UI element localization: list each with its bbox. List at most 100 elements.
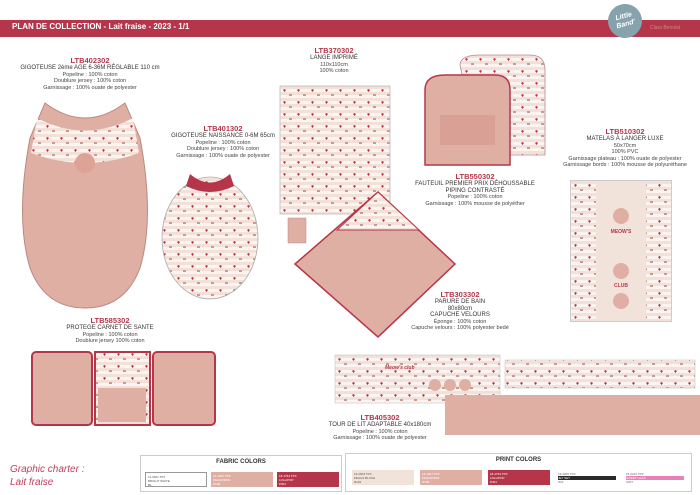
swatch-name: LOLLIPOP xyxy=(279,478,294,482)
spec: Doublure jersey 100% coton xyxy=(75,338,145,345)
spec: CAPUCHE VELOURS xyxy=(430,312,490,319)
product-code: LTB370302 xyxy=(314,46,354,55)
spec: Garnissage : 100% ouate de polyester xyxy=(333,435,427,442)
product-name: PROTEGE CARNET DE SANTE xyxy=(66,325,154,331)
product-name: LANGE IMPRIMÉ xyxy=(310,55,358,61)
spec: Garnissage plateau : 100% ouate de polye… xyxy=(568,155,682,162)
product-info-ltb370302: LTB370302 LANGE IMPRIMÉ 110x110cm 100% c… xyxy=(278,46,390,75)
swatch-code: P301 xyxy=(279,482,287,486)
product-code: LTB303302 xyxy=(440,290,480,299)
spec: 50x70cm xyxy=(613,142,637,149)
cot-bumper-illustration xyxy=(334,354,700,435)
swatch-code: V207 xyxy=(626,480,634,484)
spec: Éponge : 100% coton xyxy=(433,318,487,325)
swatch-name: BRIGHT WHITE xyxy=(148,479,170,483)
swatch-code: N01 xyxy=(558,480,564,484)
product-name: FAUTEUIL PREMIER PRIX DÉHOUSSABLE xyxy=(415,181,535,187)
product-info-ltb585302: LTB585302 PROTEGE CARNET DE SANTE Popeli… xyxy=(40,316,180,345)
product-code: LTB405302 xyxy=(360,413,400,422)
header-bar xyxy=(0,20,700,37)
print-text-meow: MEOW'S xyxy=(610,229,632,235)
spec: Popeline : 100% coton xyxy=(352,428,408,435)
swatch-code: B1 xyxy=(148,483,152,487)
swaddle-illustration xyxy=(279,85,391,244)
spec: 100% coton xyxy=(319,68,349,75)
spec: Popeline : 100% coton xyxy=(82,331,138,338)
spec: Garnissage : 100% ouate de polyester xyxy=(43,84,137,91)
swatch-ref: 18-1764 TPX xyxy=(279,474,297,478)
spec: Garnissage : 100% mousse de polyéther xyxy=(425,200,525,207)
product-name: TOUR DE LIT ADAPTABLE 40x180cm xyxy=(328,422,432,428)
print-text-meows-club: Meow's club xyxy=(385,365,415,371)
product-name: MATELAS À LANGER LUXE xyxy=(586,136,664,142)
swatch-ref: 13-1504 TPX xyxy=(354,472,372,476)
spec: Popeline : 100% coton xyxy=(447,194,503,201)
swatch-name: PEACHSKIN xyxy=(422,476,440,480)
product-info-ltb550302: LTB550302 FAUTEUIL PREMIER PRIX DÉHOUSSA… xyxy=(410,172,540,207)
print-text-club: CLUB xyxy=(614,283,628,289)
product-code: LTB585302 xyxy=(90,316,130,325)
product-code: LTB401302 xyxy=(203,124,243,133)
spec: Doublure jersey : 100% coton xyxy=(186,146,260,153)
spec: 80x80cm xyxy=(447,305,473,312)
product-code: LTB402302 xyxy=(70,56,110,65)
product-info-ltb510302: LTB510302 MATELAS À LANGER LUXE 50x70cm … xyxy=(552,127,698,169)
product-code: LTB550302 xyxy=(455,172,495,181)
brand-name: Clara Benoist xyxy=(650,25,681,31)
page-title: PLAN DE COLLECTION - Lait fraise - 2023 … xyxy=(12,22,190,31)
sleeping-bag-newborn-illustration xyxy=(161,174,259,300)
swatch-ref: 14-1907 TPX xyxy=(422,472,440,476)
graphic-charter-label: Graphic charter : Lait fraise xyxy=(10,463,84,489)
hooded-towel-illustration xyxy=(293,190,457,339)
product-name: PARURE DE BAIN xyxy=(434,299,486,305)
swatch-name: LOLLIPOP xyxy=(490,476,505,480)
spec: PIPING CONTRASTÉ xyxy=(445,187,505,194)
health-book-cover-illustration xyxy=(31,351,216,426)
swatch-ref: 15-2216 TPX xyxy=(626,472,644,476)
product-info-ltb405302: LTB405302 TOUR DE LIT ADAPTABLE 40x180cm… xyxy=(325,413,435,442)
swatch-name: PEACHSKIN xyxy=(213,478,231,482)
spec: Popeline : 100% coton xyxy=(195,139,251,146)
spec: 110x110cm xyxy=(320,61,348,68)
panel-title: PRINT COLORS xyxy=(495,457,542,463)
spec: Popeline : 100% coton xyxy=(62,71,118,78)
spec: Garnissage bords : 100% mousse de polyur… xyxy=(563,162,687,169)
swatch-name: JET SET xyxy=(558,476,616,480)
sleeping-bag-large-illustration xyxy=(22,102,148,309)
spec: Capuche velours : 100% polyester bedé xyxy=(411,325,509,332)
swatch-ref: 14-1907 TPX xyxy=(213,474,231,478)
swatch-ref: 19-4006 TPX xyxy=(558,472,576,476)
swatch-code: R104 xyxy=(354,480,362,484)
swatch-name: PEACH BLUSH xyxy=(354,476,376,480)
spec: Doublure jersey : 100% coton xyxy=(53,78,127,85)
armchair-illustration xyxy=(424,54,546,166)
product-name: GIGOTEUSE 2ème AGE 6-36M RÉGLABLE 110 cm xyxy=(20,65,160,71)
changing-mat-illustration: MEOW'S CLUB xyxy=(570,180,672,322)
swatch-code: R108 xyxy=(422,480,430,484)
product-code: LTB510302 xyxy=(605,127,645,136)
spec: 100% PVC xyxy=(611,149,639,156)
swatch-code: R108 xyxy=(213,482,221,486)
panel-title: FABRIC COLORS xyxy=(216,459,266,465)
swatch-ref: 18-1764 TPX xyxy=(490,472,508,476)
swatch-name: SWEET LILAC xyxy=(626,476,684,480)
product-name: GIGOTEUSE NAISSANCE 0-6M 65cm xyxy=(171,133,275,139)
swatch-code: P301 xyxy=(490,480,498,484)
product-info-ltb303302: LTB303302 PARURE DE BAIN 80x80cm CAPUCHE… xyxy=(400,290,520,332)
spec: Garnissage : 100% ouate de polyester xyxy=(176,152,270,159)
charter-line: Lait fraise xyxy=(10,477,54,488)
charter-line: Graphic charter : xyxy=(10,464,85,475)
product-info-ltb401302: LTB401302 GIGOTEUSE NAISSANCE 0-6M 65cm … xyxy=(168,124,278,159)
swatch-ref: 11-0601 TPX xyxy=(148,475,166,479)
product-info-ltb402302: LTB402302 GIGOTEUSE 2ème AGE 6-36M RÉGLA… xyxy=(10,56,170,91)
